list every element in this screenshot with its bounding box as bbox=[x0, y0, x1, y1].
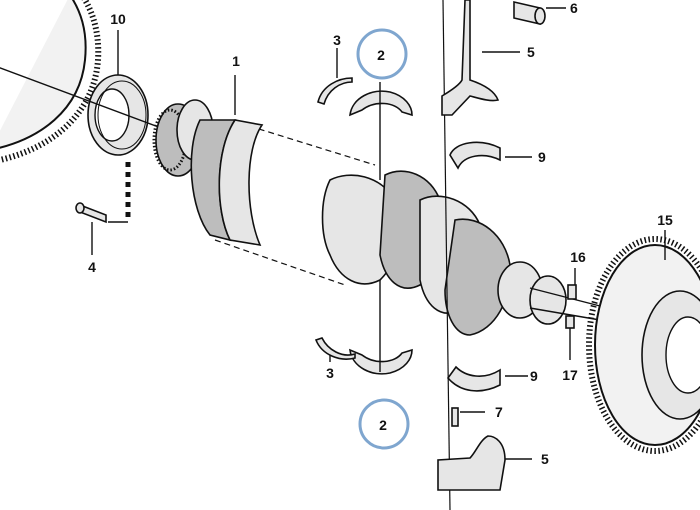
label-15: 15 bbox=[657, 212, 673, 228]
bearing-shell-9-lower bbox=[446, 365, 528, 392]
thrust-washer-lower bbox=[314, 337, 356, 362]
label-9-top: 9 bbox=[538, 149, 546, 165]
label-2-top: 2 bbox=[377, 47, 385, 63]
label-17: 17 bbox=[562, 367, 578, 383]
label-6: 6 bbox=[570, 0, 578, 16]
label-1: 1 bbox=[232, 53, 240, 69]
stud-part-4 bbox=[75, 202, 107, 255]
label-9-bottom: 9 bbox=[530, 368, 538, 384]
axis-line bbox=[442, 0, 451, 510]
bolt-part-7 bbox=[451, 407, 485, 427]
pin-part-16 bbox=[567, 268, 577, 300]
pulley-part-15 bbox=[586, 236, 700, 454]
label-5-bottom: 5 bbox=[541, 451, 549, 467]
highlight-circle-top bbox=[356, 28, 408, 80]
label-2-bottom: 2 bbox=[379, 417, 387, 433]
thrust-washer-upper bbox=[317, 48, 353, 106]
flywheel-ring-gear bbox=[0, 0, 102, 163]
highlight-circle-bottom bbox=[358, 398, 410, 450]
label-16: 16 bbox=[570, 249, 586, 265]
bearing-shell-9-upper bbox=[449, 141, 532, 170]
connecting-rod-upper bbox=[441, 0, 520, 116]
label-7: 7 bbox=[495, 404, 503, 420]
label-5-top: 5 bbox=[527, 44, 535, 60]
bushing-part-6 bbox=[513, 0, 566, 26]
crankshaft-body bbox=[190, 119, 376, 286]
main-bearing-shell-lower bbox=[349, 280, 413, 375]
seal-part-10 bbox=[87, 74, 149, 156]
main-bearing-shell-upper bbox=[349, 82, 413, 180]
crankshaft-throws bbox=[321, 170, 601, 336]
label-3-top: 3 bbox=[333, 32, 341, 48]
connecting-rod-cap bbox=[437, 435, 532, 491]
pin-part-17 bbox=[565, 315, 575, 360]
label-4: 4 bbox=[88, 259, 96, 275]
label-3-bottom: 3 bbox=[326, 365, 334, 381]
label-10: 10 bbox=[110, 11, 126, 27]
leader-shaft-axis bbox=[0, 67, 181, 136]
